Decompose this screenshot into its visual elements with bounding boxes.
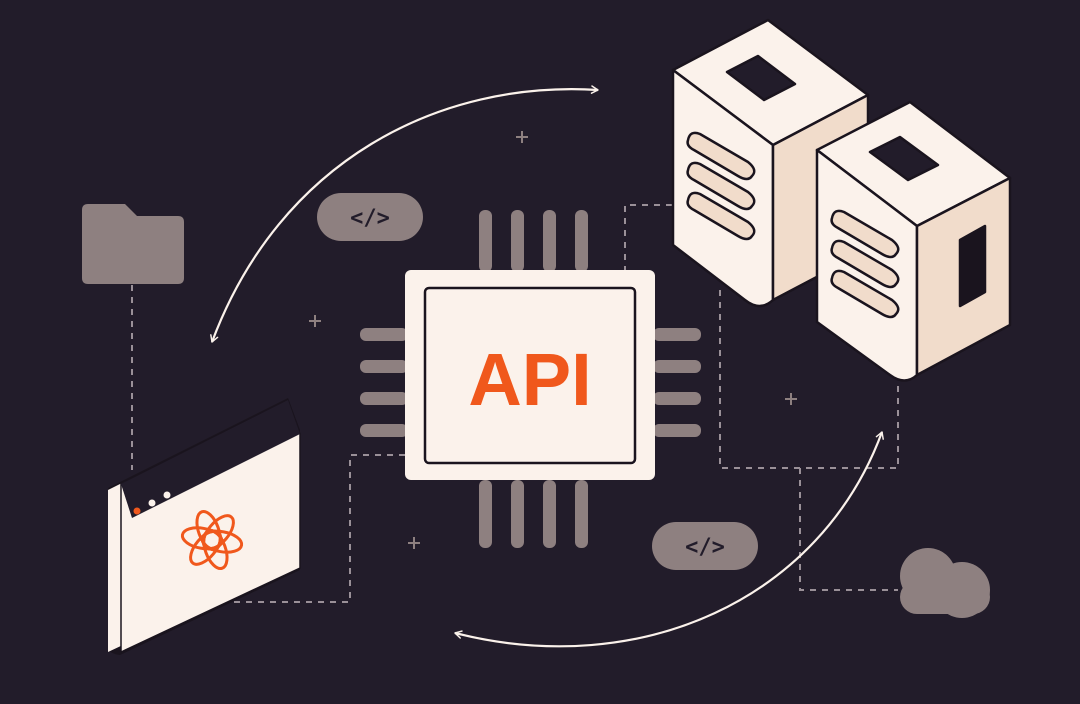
openai-logo-icon [180, 510, 244, 570]
window-dot-close [133, 507, 141, 515]
api-chip-icon: API [405, 270, 655, 480]
code-tag-text: </> [685, 535, 725, 560]
api-label: API [468, 338, 591, 421]
code-tag-text: </> [350, 206, 390, 231]
cloud-icon [900, 548, 990, 618]
folder-icon [82, 204, 184, 284]
top-curved-arrow [210, 85, 599, 343]
browser-window [108, 398, 301, 655]
server-icon [815, 100, 1012, 382]
plus-marks [309, 131, 797, 549]
code-tag-bottom: </> [652, 522, 758, 570]
window-dot-max [163, 491, 171, 499]
code-tag-top: </> [317, 193, 423, 241]
window-dot-min [148, 499, 156, 507]
chip-pins [360, 210, 701, 548]
bottom-curved-arrow [454, 431, 884, 648]
